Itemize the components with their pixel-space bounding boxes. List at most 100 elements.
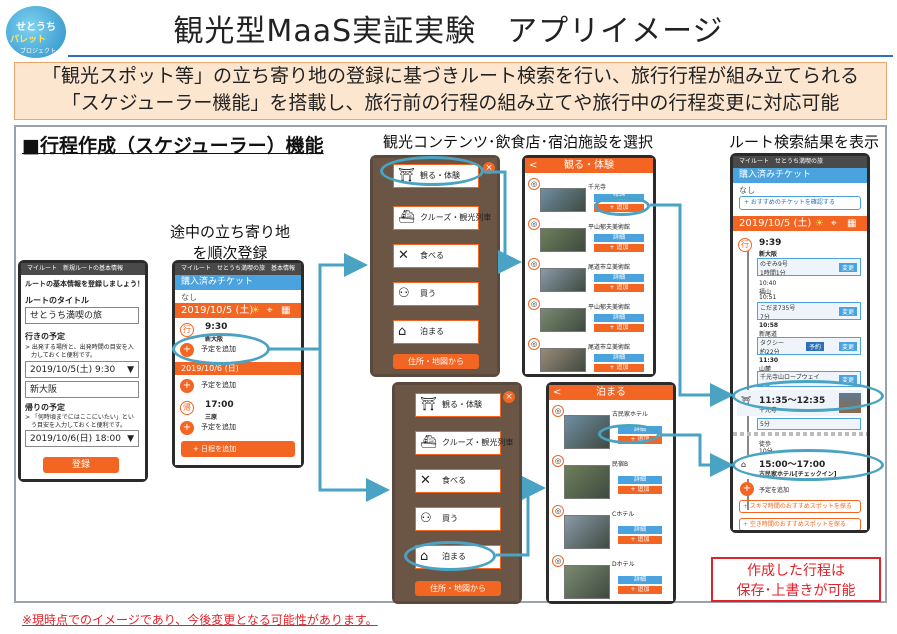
change-button[interactable]: 変更 bbox=[838, 263, 857, 272]
category-cruise-train[interactable]: ⛴クルーズ・観光列車 bbox=[393, 206, 491, 230]
detail-button[interactable]: 詳細 bbox=[594, 314, 644, 322]
bed-icon: ◎ bbox=[552, 555, 564, 567]
highlight-ring bbox=[380, 156, 484, 186]
category-shop[interactable]: ⚇買う bbox=[393, 282, 479, 306]
detail-label: 詳細 bbox=[612, 314, 625, 321]
list-item[interactable]: ◎Dホテル詳細+ 追加 bbox=[550, 553, 668, 601]
page-title: 観光型MaaS実証実験 アプリイメージ bbox=[173, 14, 724, 49]
add-label: + 追加 bbox=[630, 536, 650, 543]
calendar-icon[interactable]: ▦ bbox=[847, 218, 857, 229]
add-plan-label[interactable]: 予定を追加 bbox=[759, 487, 790, 494]
stop-place: 三原 bbox=[205, 414, 218, 421]
add-button[interactable]: + 追加 bbox=[594, 244, 644, 252]
arrow-to-result-1 bbox=[650, 203, 734, 407]
route-title-label: ルートのタイトル bbox=[25, 296, 89, 305]
list-item[interactable]: ◎平山郁夫美術館詳細+ 追加 bbox=[526, 296, 650, 334]
return-datetime-value: 2019/10/6(日) 18:00 bbox=[30, 434, 121, 444]
date-text: 2019/10/5 (土) bbox=[739, 218, 812, 229]
list-item[interactable]: ◎平山郁夫美術館詳細+ 追加 bbox=[526, 216, 650, 254]
calendar-icon[interactable]: ▦ bbox=[281, 305, 291, 316]
back-icon[interactable]: < bbox=[553, 387, 562, 398]
list-item[interactable]: ◎ Cホテル詳細 + 追加 bbox=[550, 503, 668, 551]
list-item[interactable]: ◎尾道市立美術館詳細+ 追加 bbox=[526, 336, 650, 374]
register-button[interactable]: 登録 bbox=[43, 457, 119, 473]
sightseeing-icon: ◎ bbox=[528, 338, 540, 350]
detail-button[interactable]: 詳細 bbox=[618, 526, 662, 534]
return-datetime-select[interactable]: 2019/10/6(日) 18:00 ▼ bbox=[25, 430, 139, 447]
reserve-button[interactable]: 予約 bbox=[806, 342, 825, 351]
ship-icon: ⛴ bbox=[398, 210, 415, 225]
add-button[interactable]: + 追加 bbox=[594, 364, 644, 372]
detail-label: 詳細 bbox=[633, 576, 646, 583]
logo-text: パレット bbox=[10, 35, 47, 45]
detail-button[interactable]: 詳細 bbox=[618, 476, 662, 484]
item-name: Cホテル bbox=[612, 511, 635, 518]
detail-button[interactable]: 詳細 bbox=[594, 234, 644, 242]
segment-text: 7分 bbox=[760, 314, 770, 320]
ship-icon: ⛴ bbox=[420, 435, 437, 450]
add-button[interactable]: + 追加 bbox=[594, 284, 644, 292]
detail-button[interactable]: 詳細 bbox=[594, 354, 644, 362]
category-stay[interactable]: ⌂ 泊まる bbox=[393, 320, 479, 344]
route-title-field[interactable]: せとうち満喫の旅 bbox=[25, 307, 139, 324]
map-icon[interactable]: ⌖ bbox=[267, 305, 273, 316]
stop-time: 17:00 bbox=[205, 400, 234, 410]
change-button[interactable]: 変更 bbox=[838, 342, 857, 351]
category-eat[interactable]: ✕食べる bbox=[393, 244, 479, 268]
phone-status-bar: マイルート せとうち満喫の旅 bbox=[733, 156, 867, 168]
segment-text: タクシー bbox=[760, 340, 785, 347]
category-shop[interactable]: ⚇買う bbox=[415, 507, 501, 531]
category-cruise-train[interactable]: ⛴クルーズ・観光列車 bbox=[415, 431, 513, 455]
segment-card[interactable]: 5分 bbox=[757, 418, 861, 430]
outbound-label: 行きの予定 bbox=[25, 332, 65, 341]
bed-icon: ⌂ bbox=[398, 324, 407, 339]
item-photo bbox=[564, 465, 610, 499]
add-plan-icon[interactable]: + bbox=[740, 482, 754, 496]
step3-label: 観光コンテンツ･飲食店･宿泊施設を選択 bbox=[382, 133, 653, 151]
segment-text: 1時間1分 bbox=[760, 270, 786, 276]
segment-text: 約22分 bbox=[760, 349, 780, 355]
address-map-button[interactable]: 住所・地図から bbox=[415, 581, 501, 596]
project-logo: せとうち パレット プロジェクト bbox=[6, 6, 66, 58]
add-plan-icon[interactable]: + bbox=[180, 379, 194, 393]
add-button[interactable]: + 追加 bbox=[618, 486, 662, 494]
chevron-down-icon: ▼ bbox=[127, 365, 134, 375]
detail-label: 詳細 bbox=[633, 476, 646, 483]
category-label: 泊まる bbox=[420, 327, 444, 336]
segment-card[interactable]: タクシー約22分 予約 変更 bbox=[757, 337, 861, 355]
add-plan-label[interactable]: 予定を追加 bbox=[201, 423, 236, 431]
recommend-ticket-button[interactable]: + おすすめのチケットを確認する bbox=[739, 196, 861, 210]
recommend-spot-button[interactable]: + 空き時間のおすすめスポットを探る bbox=[739, 518, 861, 530]
bed-icon: ◎ bbox=[552, 505, 564, 517]
change-button[interactable]: 変更 bbox=[838, 307, 857, 316]
add-button[interactable]: + 追加 bbox=[618, 536, 662, 544]
detail-button[interactable]: 詳細 bbox=[618, 576, 662, 584]
detail-button[interactable]: 詳細 bbox=[594, 274, 644, 282]
add-day-button[interactable]: + 日程を追加 bbox=[181, 441, 295, 457]
item-photo bbox=[540, 228, 586, 252]
close-icon[interactable]: × bbox=[503, 391, 515, 403]
highlight-ring bbox=[404, 541, 496, 571]
category-see-experience[interactable]: ⛩観る・体験 bbox=[415, 393, 501, 417]
recommend-spot-button[interactable]: + スキマ時間のおすすめスポットを探る bbox=[739, 500, 861, 513]
add-plan-label[interactable]: 予定を追加 bbox=[201, 381, 236, 389]
add-plan-icon[interactable]: + bbox=[180, 421, 194, 435]
list-item[interactable]: ◎尾道市立美術館詳細+ 追加 bbox=[526, 256, 650, 294]
back-icon[interactable]: < bbox=[529, 160, 538, 171]
arrow-to-result-2 bbox=[660, 433, 734, 477]
change-button[interactable]: 変更 bbox=[838, 375, 857, 384]
outbound-place-field[interactable]: 新大阪 bbox=[25, 381, 139, 398]
outbound-datetime-select[interactable]: 2019/10/5(土) 9:30 ▼ bbox=[25, 361, 139, 378]
add-button[interactable]: + 追加 bbox=[594, 324, 644, 332]
logo-text: プロジェクト bbox=[20, 48, 57, 55]
list-title: 観る・体験 bbox=[564, 160, 614, 171]
category-eat[interactable]: ✕食べる bbox=[415, 469, 501, 493]
map-icon[interactable]: ⌖ bbox=[831, 218, 837, 229]
go-marker: 行 bbox=[738, 238, 752, 252]
address-map-button[interactable]: 住所・地図から bbox=[393, 354, 479, 369]
return-label: 帰りの予定 bbox=[25, 403, 65, 412]
add-button[interactable]: + 追加 bbox=[618, 586, 662, 594]
